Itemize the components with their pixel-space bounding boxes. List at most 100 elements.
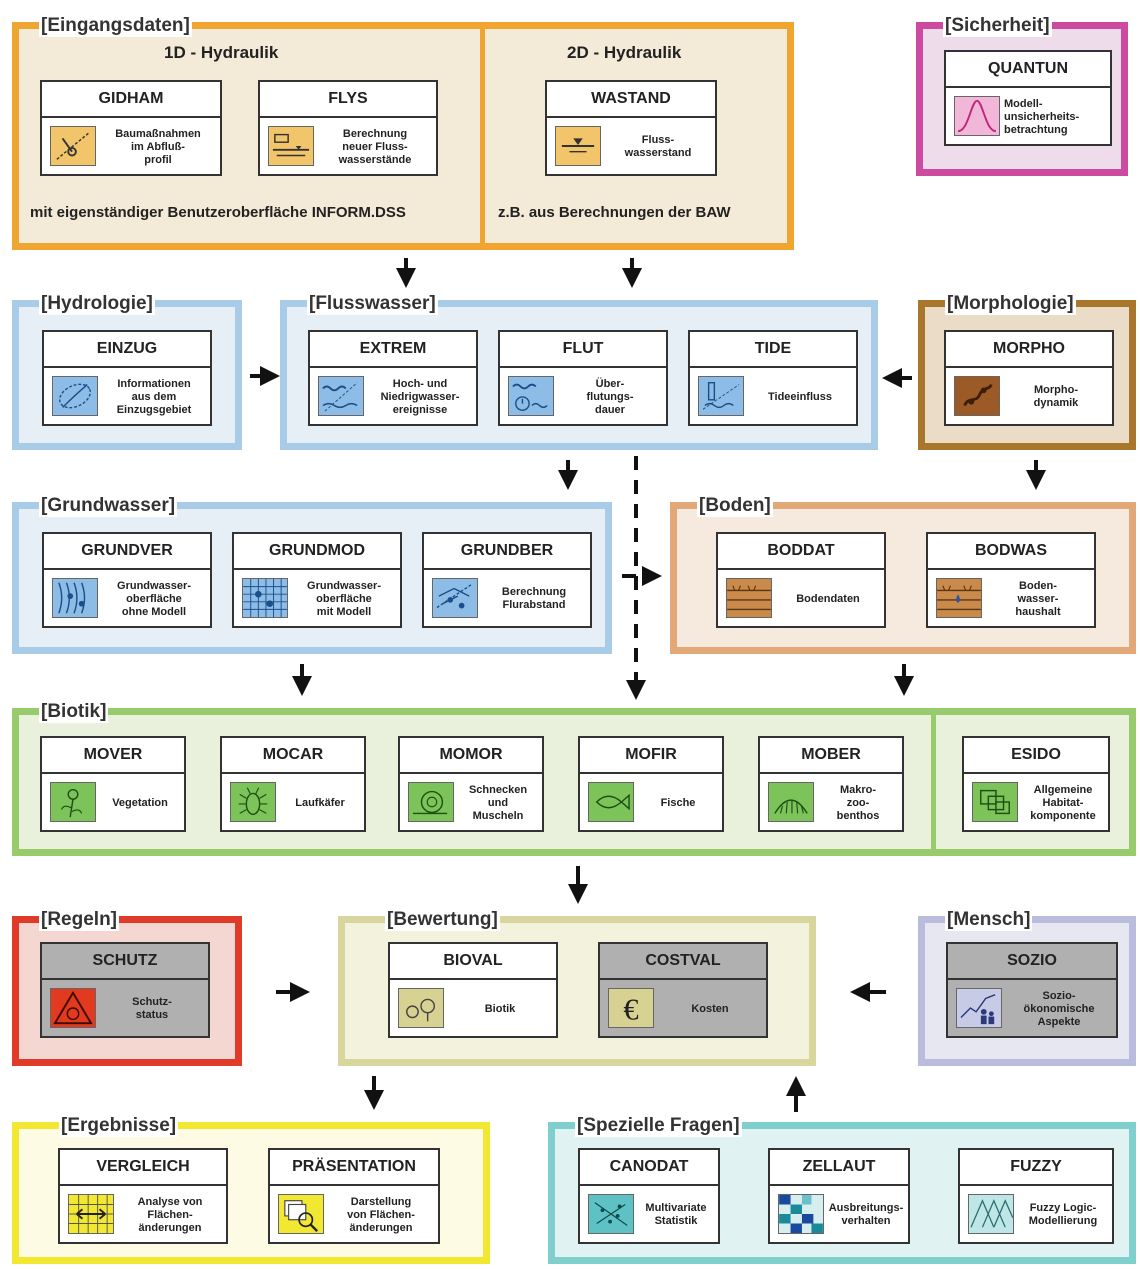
- tide-icon: [698, 376, 744, 416]
- module-bioval[interactable]: BIOVAL Biotik: [388, 942, 558, 1038]
- bell-curve-icon: [954, 96, 1000, 136]
- module-boddat[interactable]: BODDAT Bodendaten: [716, 532, 886, 628]
- group-title: [Biotik]: [39, 701, 109, 723]
- module-name: MOMOR: [400, 738, 542, 774]
- module-description: Tideeinfluss: [768, 390, 832, 403]
- module-momor[interactable]: MOMOR Schnecken und Muscheln: [398, 736, 544, 832]
- module-sozio[interactable]: SOZIO Sozio- ökonomische Aspekte: [946, 942, 1118, 1038]
- module-description: Makro- zoo- benthos: [836, 783, 880, 822]
- module-name: SCHUTZ: [42, 944, 208, 980]
- module-flut[interactable]: FLUT Über- flutungs- dauer: [498, 330, 668, 426]
- module-description: Modell- unsicherheits- betrachtung: [1004, 97, 1080, 136]
- beetle-icon: [230, 782, 276, 822]
- module-description: Schutz- status: [132, 996, 172, 1021]
- module-name: GRUNDVER: [44, 534, 210, 570]
- module-name: ESIDO: [964, 738, 1108, 774]
- habitat-icon: [972, 782, 1018, 822]
- module-description: Fische: [660, 796, 696, 809]
- module-description: Berechnung neuer Fluss- wasserstände: [338, 127, 412, 166]
- module-description: Sozio- ökonomische Aspekte: [1023, 989, 1095, 1028]
- group-title: [Flusswasser]: [307, 293, 438, 315]
- module-name: FUZZY: [960, 1150, 1112, 1186]
- module-canodat[interactable]: CANODAT Multivariate Statistik: [578, 1148, 720, 1244]
- module-tide[interactable]: TIDE Tideeinfluss: [688, 330, 858, 426]
- group-title: [Mensch]: [945, 909, 1033, 931]
- module-name: CANODAT: [580, 1150, 718, 1186]
- module-description: Vegetation: [112, 796, 168, 809]
- module-flys[interactable]: FLYS Berechnung neuer Fluss- wasserständ…: [258, 80, 438, 176]
- module-bodwas[interactable]: BODWAS Boden- wasser- haushalt: [926, 532, 1096, 628]
- module-description: Biotik: [484, 1002, 516, 1015]
- module-description: Kosten: [691, 1002, 729, 1015]
- soil-water-icon: [936, 578, 982, 618]
- module-name: MOCAR: [222, 738, 364, 774]
- module-schutz[interactable]: SCHUTZ Schutz- status: [40, 942, 210, 1038]
- euro-icon: €: [608, 988, 654, 1028]
- svg-text:€: €: [623, 992, 638, 1026]
- statistics-icon: [588, 1194, 634, 1234]
- group-title: [Sicherheit]: [943, 15, 1052, 37]
- module-name: EINZUG: [44, 332, 210, 368]
- module-grundver[interactable]: GRUNDVER Grundwasser- oberfläche ohne Mo…: [42, 532, 212, 628]
- module-esido[interactable]: ESIDO Allgemeine Habitat- komponente: [962, 736, 1110, 832]
- module-quantun[interactable]: QUANTUN Modell- unsicherheits- betrachtu…: [944, 50, 1112, 146]
- module-wastand[interactable]: WASTAND Fluss- wasserstand: [545, 80, 717, 176]
- module-description: Über- flutungs- dauer: [586, 377, 634, 416]
- subtitle-1d-hydraulik: 1D - Hydraulik: [164, 43, 279, 62]
- module-description: Informationen aus dem Einzugsgebiet: [116, 377, 192, 416]
- module-praesentation[interactable]: PRÄSENTATION Darstellung von Flächen- än…: [268, 1148, 440, 1244]
- module-mocar[interactable]: MOCAR Laufkäfer: [220, 736, 366, 832]
- module-description: Grundwasser- oberfläche mit Modell: [307, 579, 381, 618]
- people-icon: [956, 988, 1002, 1028]
- module-extrem[interactable]: EXTREM Hoch- und Niedrigwasser- ereignis…: [308, 330, 478, 426]
- module-zellaut[interactable]: ZELLAUT Ausbreitungs- verhalten: [768, 1148, 910, 1244]
- module-einzug[interactable]: EINZUG Informationen aus dem Einzugsgebi…: [42, 330, 212, 426]
- soil-icon: [726, 578, 772, 618]
- module-name: MOFIR: [580, 738, 722, 774]
- fuzzy-icon: [968, 1194, 1014, 1234]
- module-name: GRUNDMOD: [234, 534, 400, 570]
- module-name: BODDAT: [718, 534, 884, 570]
- module-description: Ausbreitungs- verhalten: [828, 1202, 904, 1227]
- module-costval[interactable]: COSTVAL € Kosten: [598, 942, 768, 1038]
- catchment-icon: [52, 376, 98, 416]
- group-title: [Morphologie]: [945, 293, 1076, 315]
- group-title: [Hydrologie]: [39, 293, 155, 315]
- module-name: TIDE: [690, 332, 856, 368]
- module-name: MOVER: [42, 738, 184, 774]
- module-name: BIOVAL: [390, 944, 556, 980]
- module-description: Analyse von Flächen- änderungen: [137, 1195, 203, 1234]
- module-grundmod[interactable]: GRUNDMOD Grundwasser- oberfläche mit Mod…: [232, 532, 402, 628]
- module-mover[interactable]: MOVER Vegetation: [40, 736, 186, 832]
- module-name: MOBER: [760, 738, 902, 774]
- module-mofir[interactable]: MOFIR Fische: [578, 736, 724, 832]
- macrozoobenthos-icon: [768, 782, 814, 822]
- subtitle-2d-hydraulik: 2D - Hydraulik: [567, 43, 682, 62]
- module-description: Laufkäfer: [295, 796, 345, 809]
- module-gidham[interactable]: GIDHAM Baumaßnahmen im Abfluß- profil: [40, 80, 222, 176]
- module-grundber[interactable]: GRUNDBER Berechnung Flurabstand: [422, 532, 592, 628]
- module-mober[interactable]: MOBER Makro- zoo- benthos: [758, 736, 904, 832]
- group-title: [Regeln]: [39, 909, 119, 931]
- module-name: SOZIO: [948, 944, 1116, 980]
- module-vergleich[interactable]: VERGLEICH Analyse von Flächen- änderunge…: [58, 1148, 228, 1244]
- module-description: Fluss- wasserstand: [624, 134, 692, 159]
- module-morpho[interactable]: MORPHO Morpho- dynamik: [944, 330, 1114, 426]
- module-description: Berechnung Flurabstand: [501, 586, 567, 611]
- morphodynamics-icon: [954, 376, 1000, 416]
- module-description: Multivariate Statistik: [645, 1202, 707, 1227]
- module-name: GRUNDBER: [424, 534, 590, 570]
- water-level-icon: [555, 126, 601, 166]
- module-name: WASTAND: [547, 82, 715, 118]
- module-fuzzy[interactable]: FUZZY Fuzzy Logic- Modellierung: [958, 1148, 1114, 1244]
- biotic-icon: [398, 988, 444, 1028]
- construction-icon: [50, 126, 96, 166]
- module-name: FLYS: [260, 82, 436, 118]
- high-low-water-icon: [318, 376, 364, 416]
- module-name: VERGLEICH: [60, 1150, 226, 1186]
- cellular-automaton-icon: [778, 1194, 824, 1234]
- module-description: Hoch- und Niedrigwasser- ereignisse: [380, 377, 460, 416]
- module-description: Allgemeine Habitat- komponente: [1030, 783, 1096, 822]
- fish-icon: [588, 782, 634, 822]
